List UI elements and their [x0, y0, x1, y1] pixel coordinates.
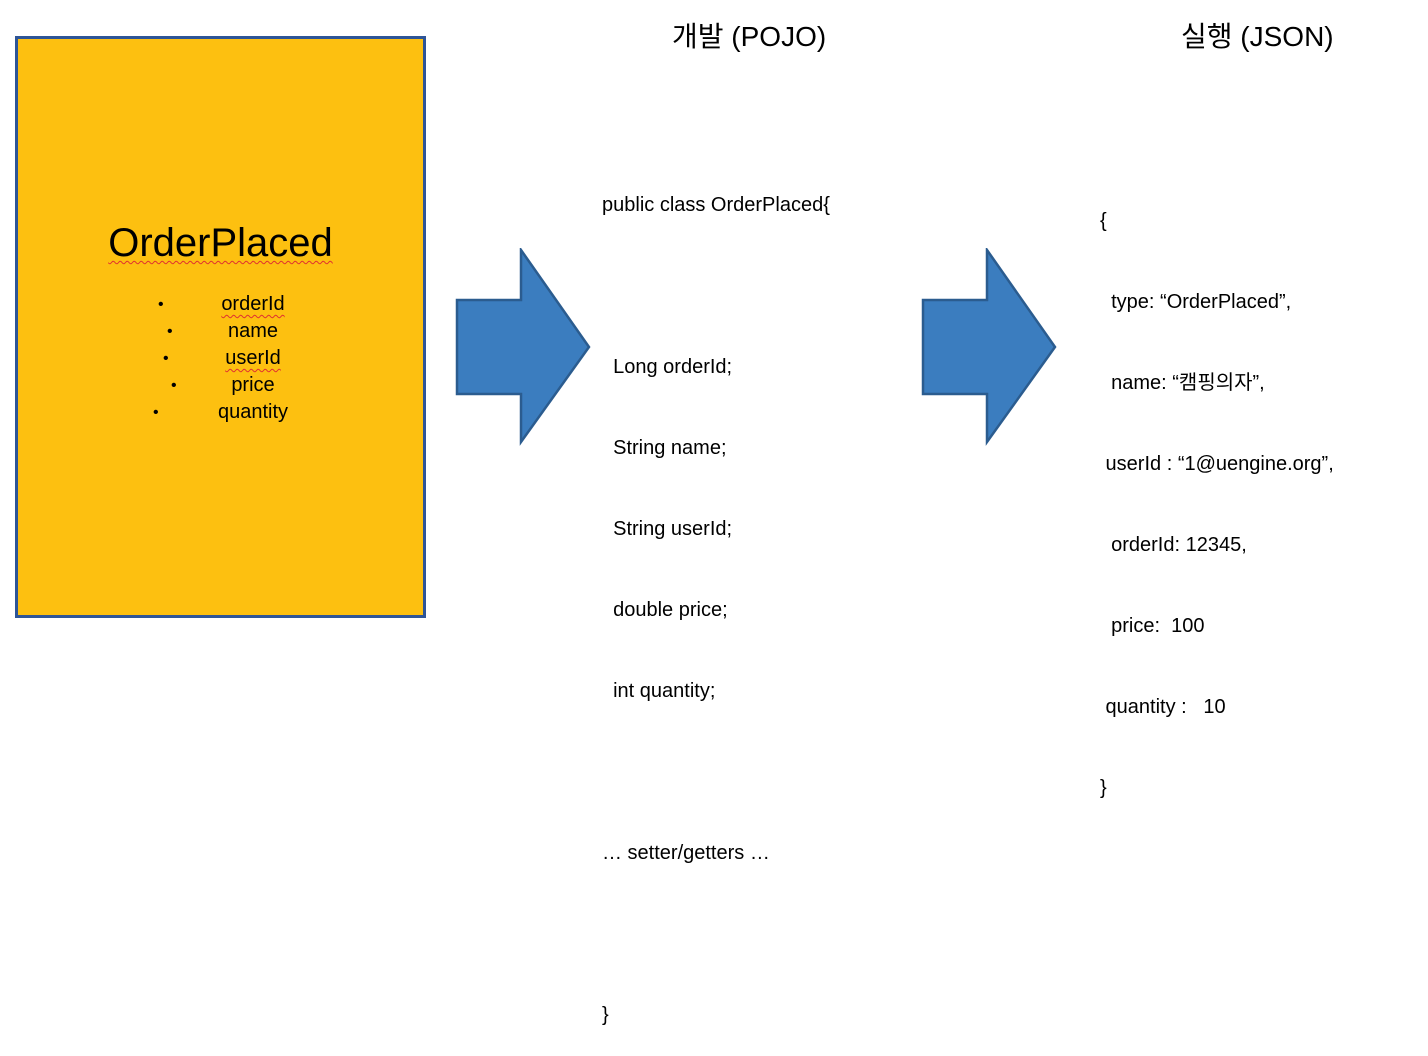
attribute-label: orderId [221, 293, 285, 315]
code-text: quantity : 10 [1100, 696, 1226, 718]
code-line [602, 921, 830, 948]
code-text: { [1100, 210, 1107, 232]
code-line [602, 273, 830, 300]
code-text: double price; [602, 599, 728, 621]
code-line: public class OrderPlaced{ [602, 192, 830, 219]
attribute-item: • name [18, 318, 423, 345]
pojo-code-block: public class OrderPlaced{ Long orderId; … [602, 138, 830, 1056]
code-line: userId : “1@uengine.org”, [1100, 451, 1334, 478]
code-line: price: 100 [1100, 613, 1334, 640]
code-text: int quantity; [602, 680, 716, 702]
attribute-label: userId [225, 347, 281, 369]
code-line [602, 759, 830, 786]
code-line: String name; [602, 435, 830, 462]
sticky-title: OrderPlaced [108, 221, 333, 265]
bullet-icon: • [158, 296, 164, 313]
code-line: { [1100, 208, 1334, 235]
code-text: public class OrderPlaced{ [602, 194, 830, 216]
attribute-label: quantity [217, 401, 289, 423]
code-text: orderId: 12345, [1100, 534, 1247, 556]
code-line: … setter/getters … [602, 840, 830, 867]
code-line: quantity : 10 [1100, 694, 1334, 721]
attribute-label: name [227, 320, 279, 342]
code-line: orderId: 12345, [1100, 532, 1334, 559]
bullet-icon: • [163, 350, 169, 367]
code-text: name: “캠핑의자”, [1100, 372, 1265, 394]
attribute-label: price [231, 374, 275, 396]
attribute-item: • price [18, 372, 423, 399]
attribute-list: • orderId • name • userId • price • quan… [18, 291, 423, 426]
json-code-block: { type: “OrderPlaced”, name: “캠핑의자”, use… [1100, 154, 1334, 829]
code-text: … setter/getters … [602, 842, 770, 864]
attribute-item: • userId [18, 345, 423, 372]
code-text: } [602, 1004, 609, 1026]
code-line: int quantity; [602, 678, 830, 705]
code-line: } [602, 1002, 830, 1029]
code-text: type: “OrderPlaced”, [1100, 291, 1292, 313]
code-text: userId : “1@uengine.org”, [1100, 453, 1334, 475]
pojo-title: 개발 (POJO) [672, 21, 827, 52]
code-text: String name; [602, 437, 727, 459]
bullet-icon: • [153, 404, 159, 421]
code-line: name: “캠핑의자”, [1100, 370, 1334, 397]
code-text: String userId; [602, 518, 733, 540]
code-text: Long orderId; [602, 356, 733, 378]
code-line: type: “OrderPlaced”, [1100, 289, 1334, 316]
code-line: } [1100, 775, 1334, 802]
event-sticky-note: OrderPlaced • orderId • name • userId • … [15, 36, 426, 618]
bullet-icon: • [167, 323, 173, 340]
attribute-item: • orderId [18, 291, 423, 318]
right-arrow-icon [921, 248, 1057, 446]
code-text: price: 100 [1100, 615, 1205, 637]
json-title: 실행 (JSON) [1181, 21, 1334, 52]
code-line: String userId; [602, 516, 830, 543]
right-arrow-icon [455, 248, 591, 446]
code-line: Long orderId; [602, 354, 830, 381]
code-text: } [1100, 777, 1107, 799]
bullet-icon: • [171, 377, 177, 394]
attribute-item: • quantity [18, 399, 423, 426]
code-line: double price; [602, 597, 830, 624]
